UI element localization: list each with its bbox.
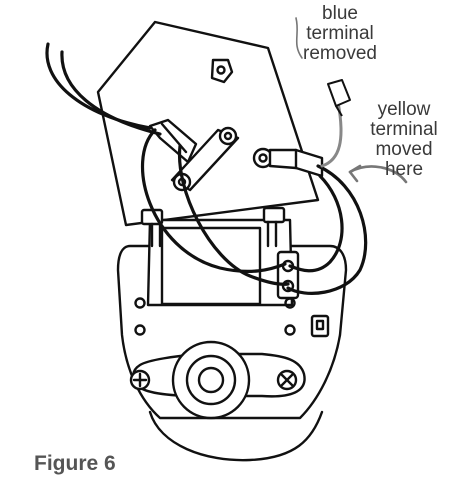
terminal-connector-icon xyxy=(327,79,351,117)
mount-hole xyxy=(284,324,296,336)
figure-caption: Figure 6 xyxy=(34,452,116,475)
clip-right xyxy=(262,206,286,224)
mount-hole xyxy=(284,297,296,309)
shaft xyxy=(197,366,225,394)
yellow-terminal-label-line2: terminal xyxy=(370,119,438,140)
screw-icon xyxy=(129,369,151,391)
wire-5 xyxy=(286,164,368,295)
grey-wire xyxy=(320,100,343,168)
yellow-terminal-label-line4: here xyxy=(384,159,424,180)
yellow-terminal-label-line1: yellow xyxy=(377,99,431,120)
mount-hole xyxy=(134,324,146,336)
yellow-terminal-label: yellow terminal moved here xyxy=(352,100,456,180)
wire-2 xyxy=(60,50,162,136)
fan-housing xyxy=(148,410,324,462)
blue-terminal-lead xyxy=(295,17,303,59)
mount-hole xyxy=(134,297,146,309)
blue-terminal-label-line3: removed xyxy=(303,43,377,64)
blue-terminal-label-line2: terminal xyxy=(306,23,374,44)
yellow-terminal-label-line3: moved xyxy=(375,139,433,160)
terminal-strap xyxy=(170,126,240,192)
shaft-hub-outer xyxy=(171,340,251,420)
wire-4 xyxy=(177,144,290,286)
blue-terminal-label: blue terminal removed xyxy=(280,4,400,64)
shaft-hub-inner xyxy=(185,354,237,406)
screw-icon xyxy=(276,369,298,391)
wire-6 xyxy=(288,174,344,273)
terminal-connector-icon xyxy=(148,118,198,164)
arrow-icon xyxy=(348,164,408,184)
terminal-post-top xyxy=(210,58,234,84)
mounting-plate xyxy=(96,20,320,227)
wire-3 xyxy=(140,128,287,274)
switch-box xyxy=(310,314,330,338)
blue-terminal-label-line1: blue xyxy=(322,3,358,24)
